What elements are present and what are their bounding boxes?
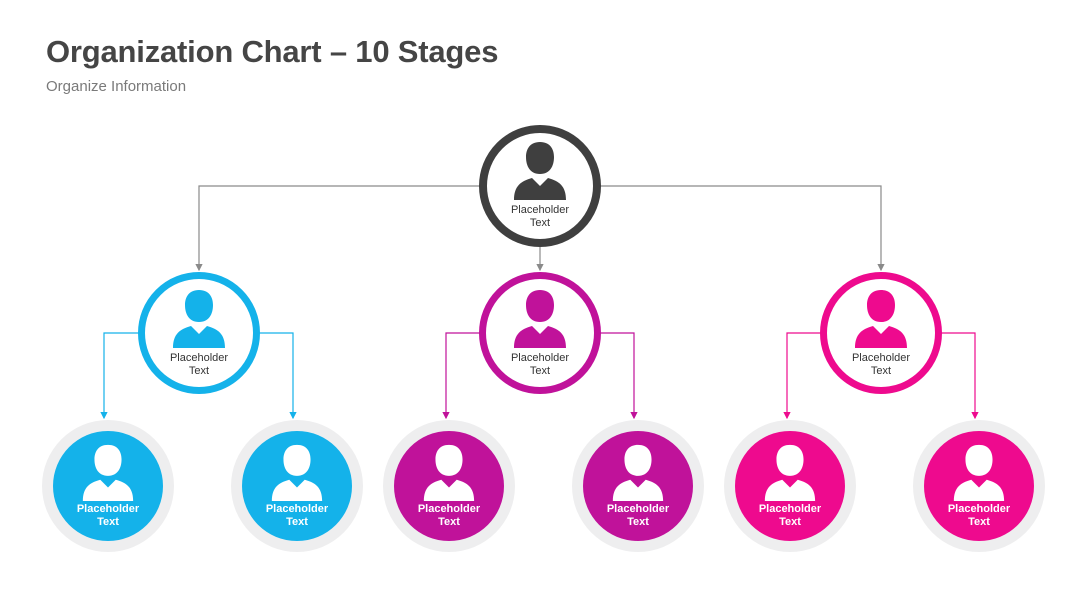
manager-node-blue: Placeholder Text xyxy=(138,272,260,394)
person-icon xyxy=(82,444,134,501)
person-icon xyxy=(855,290,907,348)
member-node-purple-1: Placeholder Text xyxy=(383,420,515,552)
person-icon xyxy=(173,290,225,348)
member-label: Placeholder Text xyxy=(76,503,140,528)
person-icon xyxy=(423,444,475,501)
member-label: Placeholder Text xyxy=(758,503,822,528)
person-icon xyxy=(764,444,816,501)
connector-purple-left xyxy=(442,332,481,420)
member-label: Placeholder Text xyxy=(606,503,670,528)
root-node: Placeholder Text xyxy=(479,125,601,247)
person-icon xyxy=(514,290,566,348)
page-subtitle: Organize Information xyxy=(46,78,187,95)
person-icon xyxy=(953,444,1005,501)
manager-node-pink: Placeholder Text xyxy=(820,272,942,394)
member-label: Placeholder Text xyxy=(417,503,481,528)
member-label: Placeholder Text xyxy=(947,503,1011,528)
page-title: Organization Chart – 10 Stages xyxy=(46,34,499,69)
connector-pink-right xyxy=(940,332,979,420)
person-icon xyxy=(271,444,323,501)
connector-blue-left xyxy=(100,332,140,420)
manager-label-pink: Placeholder Text xyxy=(851,352,911,377)
member-node-purple-2: Placeholder Text xyxy=(572,420,704,552)
manager-label-purple: Placeholder Text xyxy=(510,352,570,377)
connector-root-to-pink xyxy=(597,185,885,272)
member-node-blue-1: Placeholder Text xyxy=(42,420,174,552)
person-icon xyxy=(514,142,566,200)
root-label: Placeholder Text xyxy=(510,204,570,229)
connector-pink-left xyxy=(783,332,822,420)
connector-blue-right xyxy=(258,332,297,420)
member-label: Placeholder Text xyxy=(265,503,329,528)
member-node-pink-2: Placeholder Text xyxy=(913,420,1045,552)
person-icon xyxy=(612,444,664,501)
member-node-pink-1: Placeholder Text xyxy=(724,420,856,552)
member-node-blue-2: Placeholder Text xyxy=(231,420,363,552)
connector-purple-right xyxy=(599,332,638,420)
connector-root-to-blue xyxy=(195,185,483,272)
manager-label-blue: Placeholder Text xyxy=(169,352,229,377)
manager-node-purple: Placeholder Text xyxy=(479,272,601,394)
